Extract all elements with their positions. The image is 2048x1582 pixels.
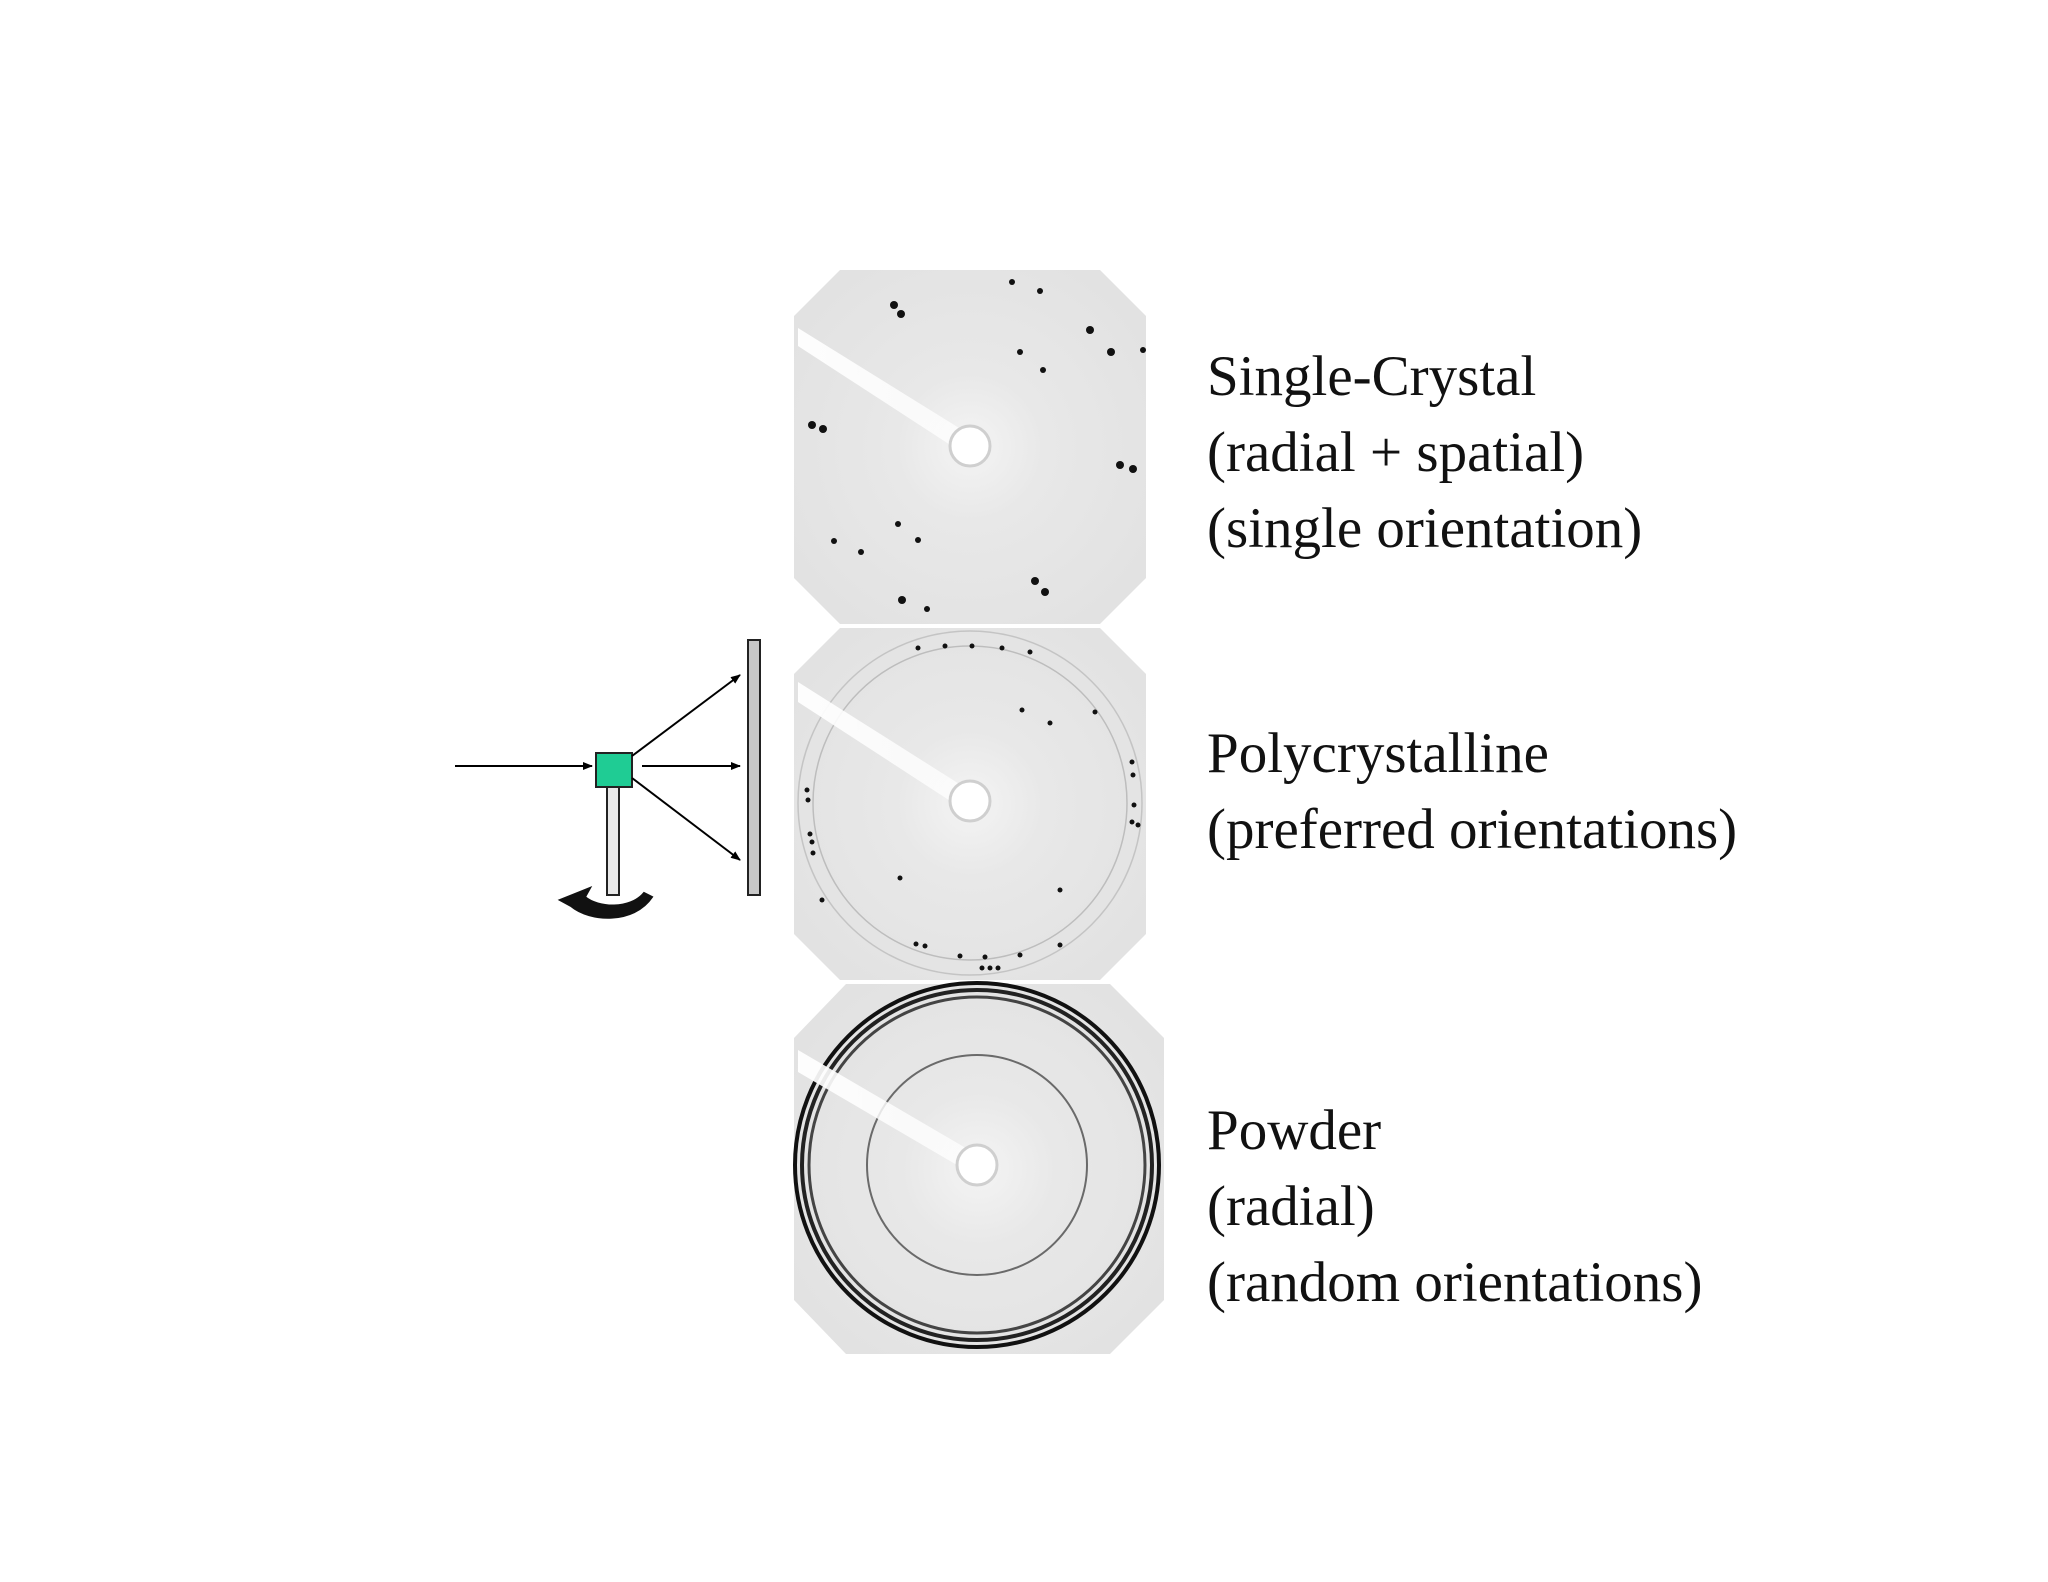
spot	[1009, 279, 1015, 285]
spot	[1041, 588, 1049, 596]
spot	[1131, 802, 1137, 808]
single-crystal-pattern	[794, 270, 1146, 624]
caption-title: Powder	[1207, 1099, 1382, 1162]
polycrystalline-caption: Polycrystalline (preferred orientations)	[1207, 716, 1737, 868]
spot	[982, 954, 988, 960]
spot	[922, 943, 928, 949]
spot	[1037, 288, 1043, 294]
caption-title: Polycrystalline	[1207, 722, 1549, 785]
spot	[979, 965, 985, 971]
polycrystalline-pattern	[794, 628, 1146, 980]
preferred-orientation-arcs	[804, 643, 1141, 971]
caption-line: (radial)	[1207, 1175, 1375, 1238]
single-crystal-caption: Single-Crystal (radial + spatial) (singl…	[1207, 339, 1642, 567]
spot	[1027, 649, 1033, 655]
rotation-arrow	[557, 886, 654, 919]
spot	[895, 521, 901, 527]
spot	[942, 643, 948, 649]
sample-crystal	[595, 752, 633, 788]
diffraction-ring	[800, 988, 1154, 1342]
spot	[1107, 348, 1115, 356]
spot	[924, 606, 930, 612]
spot	[1129, 465, 1137, 473]
spot	[897, 875, 903, 881]
spot	[1086, 326, 1094, 334]
spot	[1135, 822, 1141, 828]
direct-beam-spot	[948, 779, 992, 823]
spot	[1047, 720, 1053, 726]
spot	[804, 787, 810, 793]
diffraction-ring	[866, 1054, 1088, 1276]
spot	[1057, 887, 1063, 893]
spot	[1140, 347, 1146, 353]
powder-caption: Powder (radial) (random orientations)	[1207, 1093, 1702, 1321]
caption-line: (random orientations)	[1207, 1251, 1703, 1314]
diffraction-spots	[808, 279, 1146, 612]
spot	[1130, 772, 1136, 778]
spot	[898, 596, 906, 604]
spot	[915, 645, 921, 651]
diffracted-beam-upper	[631, 674, 741, 757]
spot	[1017, 349, 1023, 355]
spot	[995, 965, 1001, 971]
spot	[890, 301, 898, 309]
spot	[1031, 577, 1039, 585]
caption-title: Single-Crystal	[1207, 345, 1537, 408]
caption-line: (preferred orientations)	[1207, 798, 1738, 861]
spot	[969, 643, 975, 649]
beamstop-shadow	[798, 1050, 976, 1168]
spot	[1092, 709, 1098, 715]
spot	[808, 421, 816, 429]
diffracted-beam-lower	[631, 777, 741, 861]
spot	[897, 310, 905, 318]
direct-beam-spot	[955, 1143, 999, 1187]
spot	[1057, 942, 1063, 948]
spot	[957, 953, 963, 959]
caption-line: (radial + spatial)	[1207, 421, 1585, 484]
direct-beam-spot	[948, 424, 992, 468]
powder-pattern	[793, 981, 1164, 1354]
spot	[805, 797, 811, 803]
detector-plate	[747, 639, 761, 896]
diffraction-ring	[807, 995, 1147, 1335]
spot	[1116, 461, 1124, 469]
spot	[831, 538, 837, 544]
spot	[1019, 707, 1025, 713]
spot	[1017, 952, 1023, 958]
setup-schematic	[455, 639, 761, 919]
spot	[987, 965, 993, 971]
spot	[915, 537, 921, 543]
sample-holder-rod	[606, 786, 620, 896]
spot	[809, 839, 815, 845]
beamstop-shadow	[798, 682, 972, 806]
spot	[1040, 367, 1046, 373]
diffraction-ring	[793, 981, 1161, 1349]
spot	[999, 645, 1005, 651]
beamstop-shadow	[798, 328, 972, 450]
caption-line: (single orientation)	[1207, 497, 1643, 560]
spot	[807, 831, 813, 837]
spot	[1129, 819, 1135, 825]
spot	[819, 425, 827, 433]
spot	[819, 897, 825, 903]
spot	[858, 549, 864, 555]
spot	[1129, 759, 1135, 765]
spot	[913, 941, 919, 947]
diffraction-ring	[797, 630, 1143, 976]
spot	[810, 850, 816, 856]
